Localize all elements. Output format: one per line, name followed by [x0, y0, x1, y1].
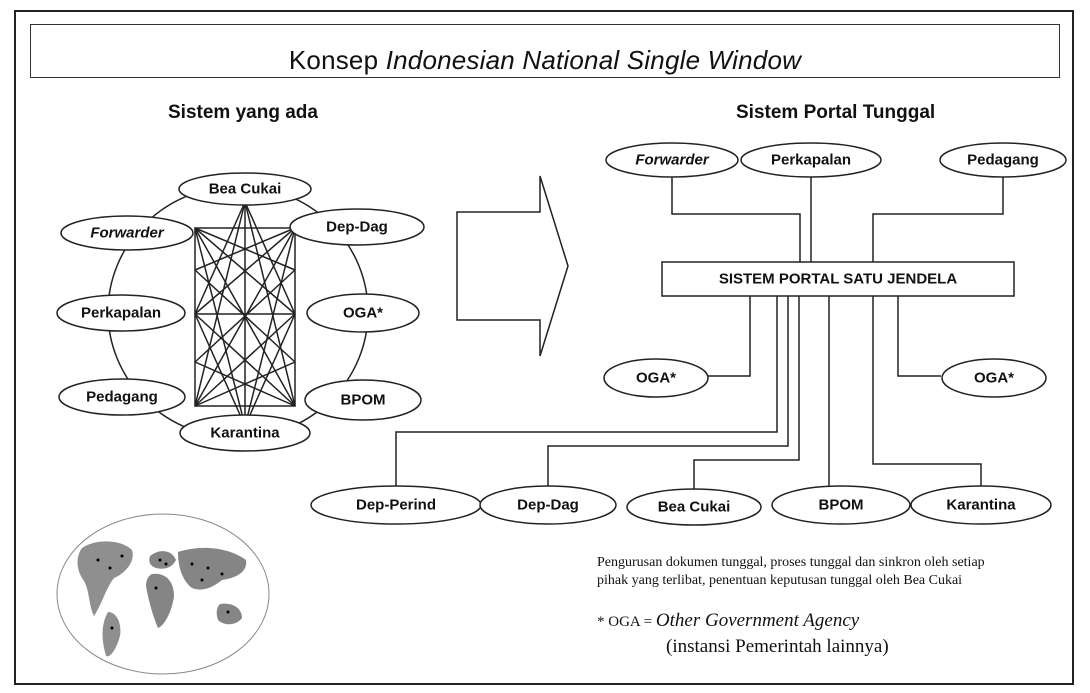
- mesh-lines: [194, 201, 296, 427]
- right-node-dep-dag: Dep-Dag: [517, 497, 579, 514]
- right-node-bea-cukai: Bea Cukai: [658, 499, 731, 516]
- oga-definition-term: Other Government Agency: [655, 610, 860, 631]
- right-node-oga-right: OGA*: [974, 370, 1014, 387]
- left-node-bpom: BPOM: [341, 392, 386, 409]
- left-node-pedagang: Pedagang: [86, 389, 158, 406]
- right-node-dep-perind: Dep-Perind: [356, 497, 436, 514]
- portal-box: [661, 261, 1015, 297]
- left-node-karantina: Karantina: [210, 425, 280, 442]
- left-node-forwarder: Forwarder: [90, 225, 165, 242]
- right-heading: Sistem Portal Tunggal: [736, 102, 936, 123]
- transition-arrow: [456, 175, 569, 357]
- left-node-bea-cukai: Bea Cukai: [209, 181, 282, 198]
- left-node-dep-dag: Dep-Dag: [326, 219, 388, 236]
- right-node-oga-left: OGA*: [636, 370, 676, 387]
- right-node-perkapalan: Perkapalan: [771, 152, 851, 169]
- left-heading: Sistem yang ada: [168, 102, 318, 123]
- title-prefix: Konsep: [288, 45, 379, 75]
- world-map-image: [56, 513, 270, 675]
- title-box: Konsep Indonesian National Single Window: [30, 24, 1060, 78]
- right-node-karantina: Karantina: [946, 497, 1016, 514]
- left-node-oga: OGA*: [343, 305, 383, 322]
- slide-title: Konsep Indonesian National Single Window: [31, 45, 1059, 76]
- oga-definition-translation: (instansi Pemerintah lainnya): [666, 636, 889, 657]
- right-node-bpom: BPOM: [819, 497, 864, 514]
- right-node-pedagang: Pedagang: [967, 152, 1039, 169]
- left-node-perkapalan: Perkapalan: [81, 305, 161, 322]
- right-node-forwarder: Forwarder: [635, 152, 710, 169]
- title-italic: Indonesian National Single Window: [385, 45, 802, 75]
- portal-box-label: SISTEM PORTAL SATU JENDELA: [719, 271, 958, 288]
- slide-frame: [14, 10, 1074, 685]
- connector-lines: [395, 176, 1004, 500]
- summary-note: Pengurusan dokumen tunggal, proses tungg…: [597, 555, 985, 588]
- oga-definition: * OGA = Other Government Agency: [597, 610, 859, 632]
- oga-definition-prefix: * OGA =: [597, 614, 656, 630]
